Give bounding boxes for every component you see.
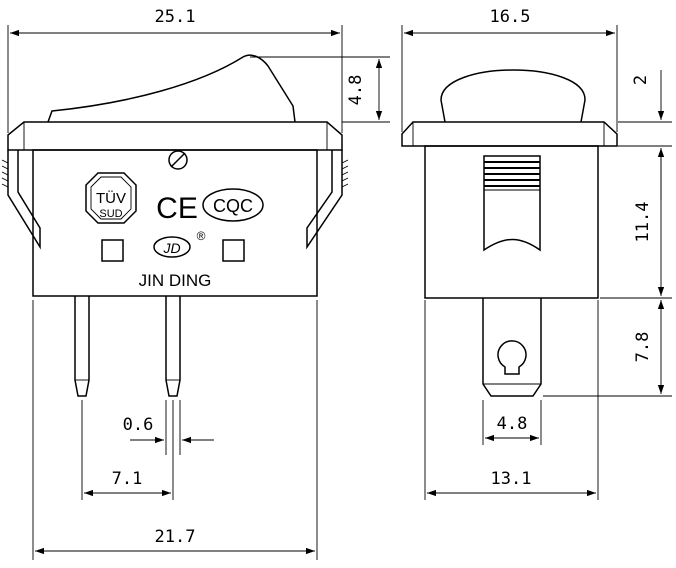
dim-rocker-height-label: 4.8 <box>346 75 366 106</box>
dim-terminal-length-label: 7.8 <box>633 332 653 363</box>
side-view: 16.5 2 11.4 7.8 4.8 <box>401 7 672 500</box>
dim-overall-width: 25.1 <box>7 7 343 133</box>
dim-body-height: 11.4 <box>600 150 672 299</box>
brand-text: JIN DING <box>139 271 212 290</box>
dim-side-overall-width: 16.5 <box>401 7 618 132</box>
dim-side-body-width: 13.1 <box>424 300 599 500</box>
left-terminal-window <box>101 239 124 262</box>
front-body <box>32 149 318 297</box>
jd-logo: JD ® <box>153 229 206 258</box>
dim-body-width-label: 21.7 <box>155 527 196 547</box>
dim-body-width: 21.7 <box>32 300 318 560</box>
dim-terminal-length: 7.8 <box>543 300 672 397</box>
dim-pin-width: 0.6 <box>123 400 214 455</box>
side-slot <box>483 155 541 252</box>
front-view: TÜV SUD CE CQC JD ® JIN DING <box>1 7 390 560</box>
cqc-text: CQC <box>213 196 253 216</box>
right-terminal-window <box>222 239 245 262</box>
dim-pin-pitch: 7.1 <box>81 400 174 500</box>
tuv-sud-mark: TÜV SUD <box>85 172 137 224</box>
slot-ribs <box>484 161 540 187</box>
dim-top-height: 2 <box>618 70 672 200</box>
side-body <box>424 145 599 299</box>
dim-pin-pitch-label: 7.1 <box>112 469 143 489</box>
side-actuator-dome <box>440 69 586 123</box>
dim-terminal-width: 4.8 <box>482 400 542 445</box>
tuv-text: TÜV <box>96 189 126 207</box>
dim-side-body-width-label: 13.1 <box>491 469 532 489</box>
side-terminal <box>482 298 542 397</box>
registered-mark: ® <box>197 229 206 243</box>
side-flange <box>401 121 618 147</box>
right-snap-clip <box>306 150 343 250</box>
right-pin <box>165 296 181 397</box>
dim-side-overall-width-label: 16.5 <box>490 7 531 27</box>
dim-top-height-label: 2 <box>631 75 651 85</box>
front-flange <box>7 121 343 151</box>
rocker-actuator <box>47 54 296 123</box>
dim-terminal-width-label: 4.8 <box>497 414 528 434</box>
dim-body-height-label: 11.4 <box>633 202 653 243</box>
dim-rocker-height: 4.8 <box>250 56 390 123</box>
screw-symbol <box>168 150 188 170</box>
terminal-keyhole <box>497 340 527 375</box>
ce-mark: CE <box>156 192 198 225</box>
dim-pin-width-label: 0.6 <box>123 415 154 435</box>
jd-text: JD <box>162 240 180 256</box>
left-pin <box>74 296 90 397</box>
cqc-mark: CQC <box>202 188 264 222</box>
sud-text: SUD <box>99 208 122 220</box>
dim-overall-width-label: 25.1 <box>155 7 196 27</box>
left-snap-clip <box>7 150 41 250</box>
